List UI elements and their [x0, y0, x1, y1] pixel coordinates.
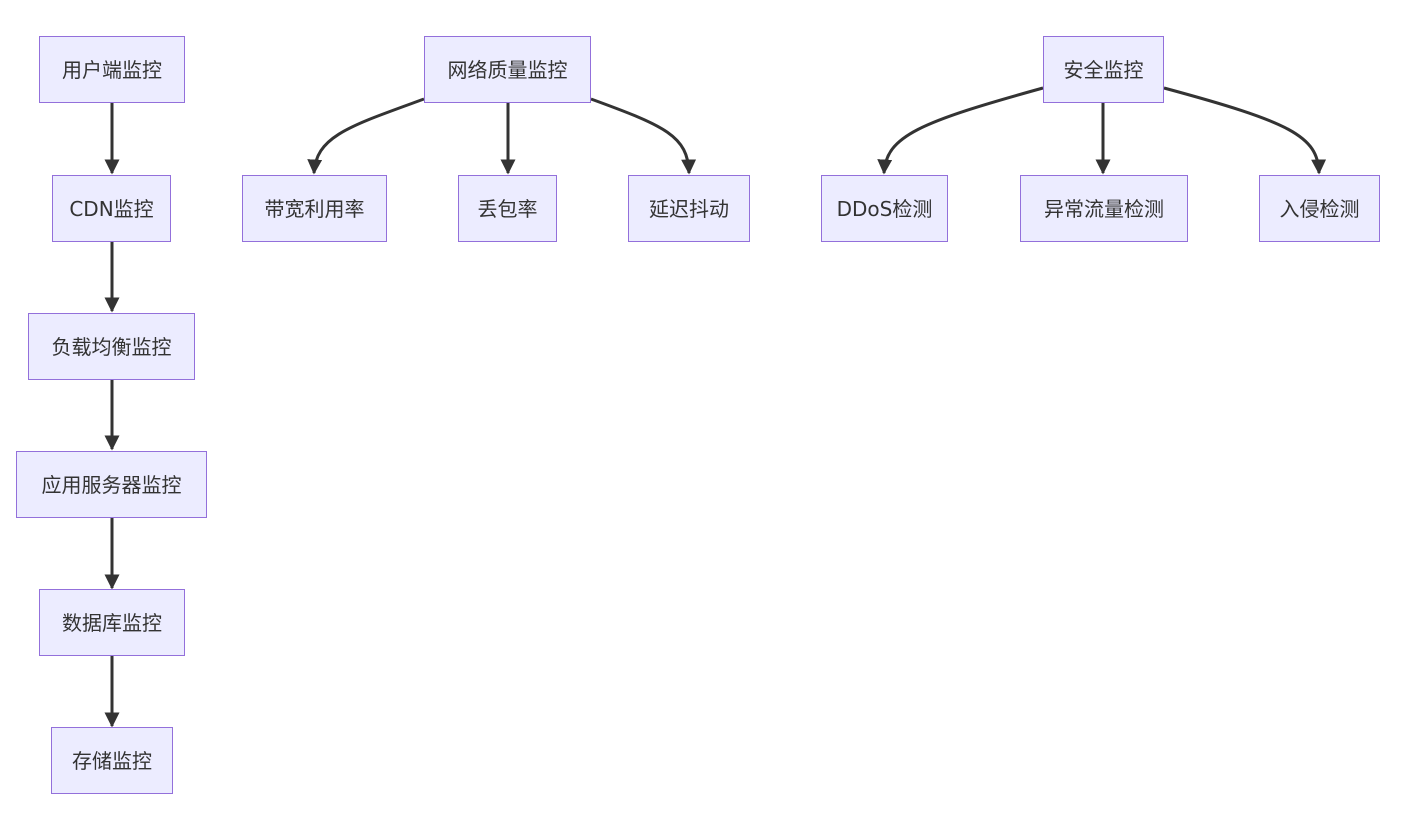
node-label: CDN监控: [69, 196, 154, 221]
node-bandwidth-utilization[interactable]: 带宽利用率: [242, 175, 387, 242]
node-label: 数据库监控: [62, 610, 162, 635]
node-packet-loss[interactable]: 丢包率: [458, 175, 557, 242]
edge-network-quality-to-latency-jitter: [590, 97, 697, 175]
node-label: 异常流量检测: [1044, 196, 1164, 221]
node-label: 存储监控: [72, 748, 152, 773]
node-intrusion-detection[interactable]: 入侵检测: [1259, 175, 1380, 242]
node-user-side-monitoring[interactable]: 用户端监控: [39, 36, 185, 103]
node-label: DDoS检测: [836, 196, 933, 221]
node-database-monitoring[interactable]: 数据库监控: [39, 589, 185, 656]
node-label: 带宽利用率: [264, 196, 365, 221]
node-storage-monitoring[interactable]: 存储监控: [51, 727, 173, 794]
node-abnormal-traffic-detection[interactable]: 异常流量检测: [1020, 175, 1188, 242]
node-label: 用户端监控: [62, 57, 162, 82]
node-label: 安全监控: [1063, 57, 1144, 82]
node-label: 丢包率: [477, 196, 538, 221]
node-label: 负载均衡监控: [51, 334, 172, 359]
node-label: 入侵检测: [1279, 196, 1360, 221]
node-cdn-monitoring[interactable]: CDN监控: [52, 175, 171, 242]
node-load-balance-monitoring[interactable]: 负载均衡监控: [28, 313, 195, 380]
node-label: 网络质量监控: [447, 57, 568, 82]
node-app-server-monitoring[interactable]: 应用服务器监控: [16, 451, 207, 518]
node-ddos-detection[interactable]: DDoS检测: [821, 175, 948, 242]
node-label: 应用服务器监控: [41, 472, 182, 497]
node-label: 延迟抖动: [649, 196, 729, 221]
node-latency-jitter[interactable]: 延迟抖动: [628, 175, 750, 242]
edge-network-quality-to-bandwidth: [307, 97, 425, 175]
edge-security-to-intrusion: [1163, 86, 1327, 175]
node-network-quality-monitoring[interactable]: 网络质量监控: [424, 36, 591, 103]
node-security-monitoring[interactable]: 安全监控: [1043, 36, 1164, 103]
edge-security-to-ddos: [877, 86, 1044, 175]
